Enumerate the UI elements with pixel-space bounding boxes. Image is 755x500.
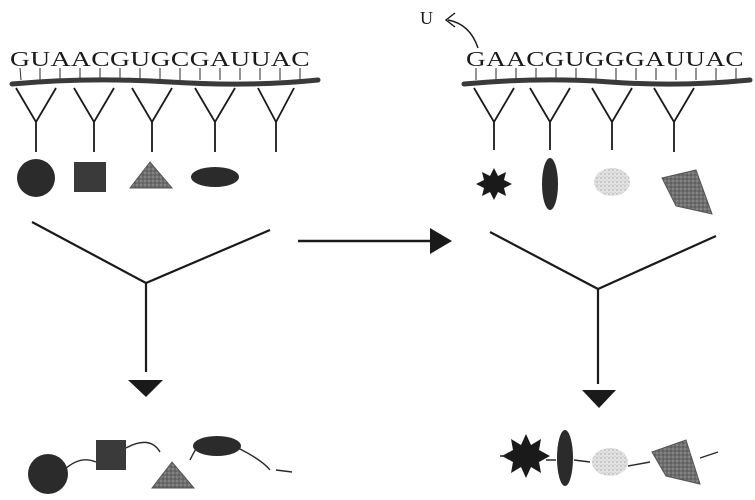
left-amino-acids <box>17 159 239 197</box>
right-amino-acids <box>476 158 712 214</box>
right-trna-adaptors <box>474 88 694 152</box>
star-amino-acid <box>476 168 512 200</box>
left-panel: GUAACGUGCGAUUAC <box>10 47 318 494</box>
ellipse-amino-acid <box>191 167 239 187</box>
left-polypeptide <box>28 436 292 494</box>
faint-blob-residue <box>592 448 628 476</box>
right-panel: U GAACGUGGGAUUAC <box>420 8 750 486</box>
star-residue <box>502 434 550 478</box>
circle-residue <box>28 454 68 494</box>
square-amino-acid <box>74 162 106 192</box>
right-rna-strand <box>464 80 750 84</box>
mutation-arrow <box>298 228 452 254</box>
right-ribosome-y <box>490 232 716 384</box>
diamond-residue <box>652 440 700 484</box>
left-trna-adaptors <box>16 88 294 152</box>
vertical-ellipse-amino-acid <box>542 158 558 210</box>
right-down-arrowhead <box>582 390 616 408</box>
triangle-residue <box>152 462 194 488</box>
left-rna-strand <box>12 80 318 84</box>
diamond-amino-acid <box>662 170 712 214</box>
left-ribosome-y <box>32 222 270 372</box>
left-down-arrowhead <box>128 380 163 397</box>
ellipse-residue <box>193 436 241 456</box>
triangle-amino-acid <box>130 162 172 188</box>
right-rna-sequence: GAACGUGGGAUUAC <box>466 47 744 71</box>
vertical-ellipse-residue <box>557 430 573 486</box>
circle-amino-acid <box>17 159 55 197</box>
right-polypeptide <box>500 430 718 486</box>
mutation-label: U <box>420 8 433 28</box>
faint-blob-amino-acid <box>594 168 630 196</box>
square-residue <box>96 440 126 470</box>
left-rna-sequence: GUAACGUGCGAUUAC <box>10 47 310 71</box>
